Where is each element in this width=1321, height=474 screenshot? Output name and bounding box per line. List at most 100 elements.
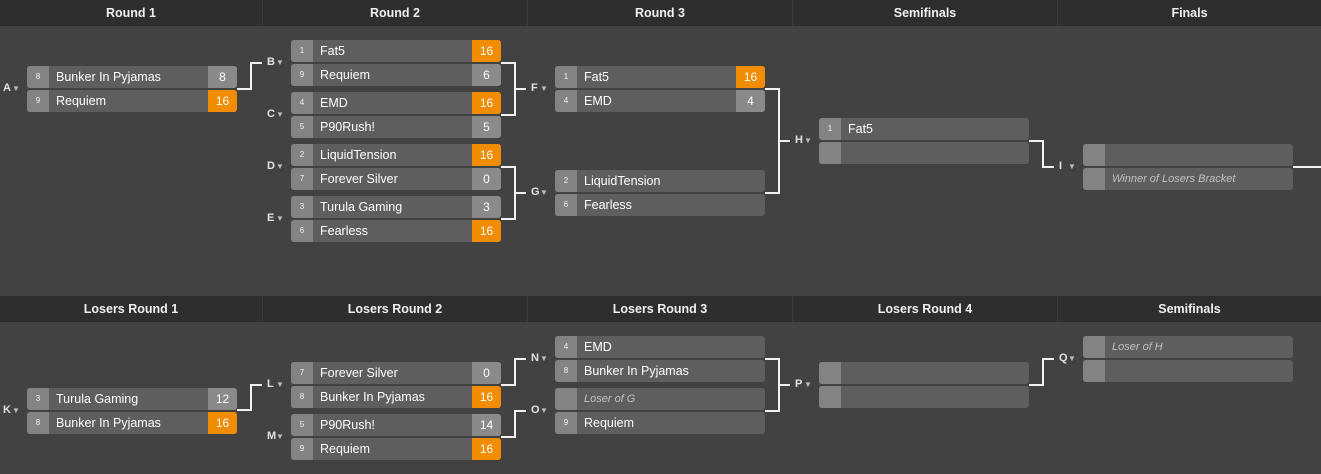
chevron-down-icon[interactable]: ▼ bbox=[276, 110, 284, 119]
team-name: Fearless bbox=[584, 198, 632, 212]
winning-score: 16 bbox=[472, 220, 501, 242]
match-label: K bbox=[3, 404, 11, 416]
chevron-down-icon[interactable]: ▼ bbox=[12, 84, 20, 93]
team-slot[interactable] bbox=[819, 362, 1029, 384]
chevron-down-icon[interactable]: ▼ bbox=[1068, 354, 1076, 363]
team-name: Bunker In Pyjamas bbox=[320, 390, 425, 404]
placeholder-label: Winner of Losers Bracket bbox=[1112, 173, 1236, 185]
match-label: N bbox=[531, 352, 539, 364]
chevron-down-icon[interactable]: ▼ bbox=[540, 84, 548, 93]
seed-number: 4 bbox=[555, 90, 577, 112]
chevron-down-icon[interactable]: ▼ bbox=[276, 214, 284, 223]
team-name: P90Rush! bbox=[320, 418, 375, 432]
chevron-down-icon[interactable]: ▼ bbox=[276, 58, 284, 67]
header-losers-round-4: Losers Round 4 bbox=[793, 296, 1058, 322]
match-q[interactable]: Loser of H bbox=[1083, 336, 1293, 382]
team-slot[interactable] bbox=[819, 386, 1029, 408]
team-slot[interactable] bbox=[819, 142, 1029, 164]
header-finals: Finals bbox=[1171, 6, 1208, 20]
chevron-down-icon[interactable]: ▼ bbox=[12, 406, 20, 415]
chevron-down-icon[interactable]: ▼ bbox=[540, 354, 548, 363]
chevron-down-icon[interactable]: ▼ bbox=[276, 162, 284, 171]
score: 14 bbox=[472, 414, 501, 436]
team-slot[interactable] bbox=[1083, 144, 1293, 166]
team-name: Forever Silver bbox=[320, 172, 398, 186]
connector-line bbox=[237, 88, 251, 90]
seed-number: 9 bbox=[27, 90, 49, 112]
match-label: B bbox=[267, 56, 275, 68]
seed-number bbox=[819, 386, 841, 408]
match-p[interactable] bbox=[819, 362, 1029, 408]
team-slot[interactable]: Loser of H bbox=[1083, 336, 1293, 358]
team-slot[interactable] bbox=[1083, 360, 1293, 382]
connector-line bbox=[1029, 384, 1043, 386]
chevron-down-icon[interactable]: ▼ bbox=[540, 406, 548, 415]
seed-number: 4 bbox=[555, 336, 577, 358]
chevron-down-icon[interactable]: ▼ bbox=[276, 380, 284, 389]
seed-number: 7 bbox=[291, 362, 313, 384]
chevron-down-icon[interactable]: ▼ bbox=[540, 188, 548, 197]
match-label: D bbox=[267, 160, 275, 172]
header-round-3: Round 3 bbox=[528, 0, 793, 26]
winning-score: 16 bbox=[472, 144, 501, 166]
chevron-down-icon[interactable]: ▼ bbox=[804, 380, 812, 389]
winning-score: 16 bbox=[472, 386, 501, 408]
seed-number bbox=[1083, 144, 1105, 166]
chevron-down-icon[interactable]: ▼ bbox=[804, 136, 812, 145]
team-slot[interactable]: Winner of Losers Bracket bbox=[1083, 168, 1293, 190]
placeholder-label: Loser of H bbox=[1112, 341, 1163, 353]
team-slot[interactable]: Loser of G bbox=[555, 388, 765, 410]
team-name: Bunker In Pyjamas bbox=[56, 416, 161, 430]
match-label: Q bbox=[1059, 352, 1068, 364]
connector-line bbox=[501, 114, 515, 116]
seed-number: 9 bbox=[555, 412, 577, 434]
seed-number bbox=[819, 142, 841, 164]
seed-number: 8 bbox=[555, 360, 577, 382]
connector-line bbox=[1042, 166, 1054, 168]
chevron-down-icon[interactable]: ▼ bbox=[1068, 162, 1076, 171]
connector-line bbox=[237, 409, 251, 411]
connector-line bbox=[514, 410, 516, 438]
header-round-1: Round 1 bbox=[0, 0, 263, 26]
chevron-down-icon[interactable]: ▼ bbox=[276, 432, 284, 441]
team-name: Requiem bbox=[320, 442, 371, 456]
match-i[interactable]: Winner of Losers Bracket bbox=[1083, 144, 1293, 190]
